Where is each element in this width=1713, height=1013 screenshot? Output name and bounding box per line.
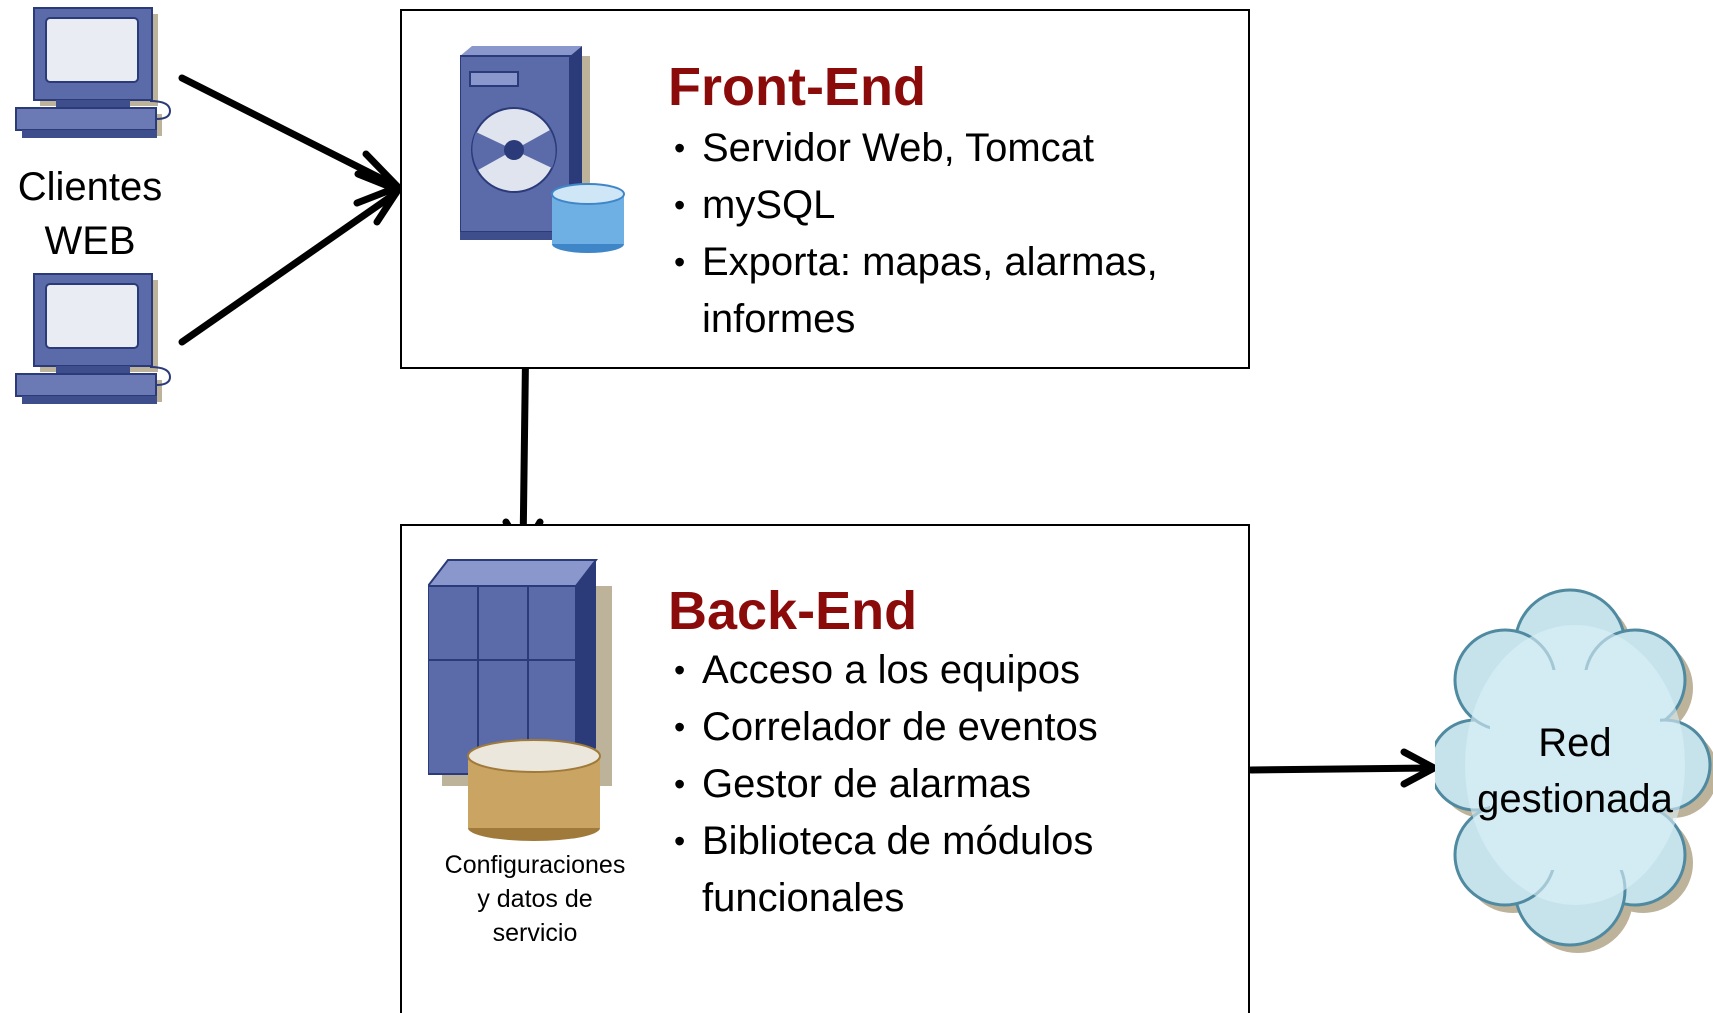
arrow-client1-to-frontend: [178, 74, 400, 190]
frontend-box: Front-End Servidor Web, Tomcat mySQL Exp…: [400, 9, 1250, 369]
storage-label: Configuraciones y datos de servicio: [425, 848, 645, 950]
list-item: Servidor Web, Tomcat: [668, 120, 1262, 177]
list-item: mySQL: [668, 177, 1262, 234]
frontend-feature-list: Servidor Web, Tomcat mySQL Exporta: mapa…: [668, 120, 1262, 348]
arrow-client2-to-frontend: [178, 189, 400, 346]
storage-label-text: Configuraciones y datos de servicio: [444, 851, 626, 947]
arrow-backend-to-network: [1247, 764, 1436, 774]
list-item: Biblioteca de módulos funcionales: [668, 813, 1262, 927]
workstation-icon: [15, 273, 172, 404]
clients-label: Clientes WEB: [0, 160, 180, 268]
frontend-title: Front-End: [668, 57, 926, 117]
clients-label-line2: WEB: [44, 219, 136, 263]
list-item: Correlador de eventos: [668, 699, 1262, 756]
web-server-icon: [460, 46, 625, 253]
clients-label-line1: Clientes: [17, 165, 163, 209]
network-label: Red gestionada: [1455, 715, 1695, 827]
backend-feature-list: Acceso a los equipos Correlador de event…: [668, 642, 1262, 927]
network-label-line1: Red: [1538, 721, 1612, 765]
backend-box: Back-End Acceso a los equipos Correlador…: [400, 524, 1250, 1013]
list-item: Gestor de alarmas: [668, 756, 1262, 813]
arrowhead-client2: [354, 170, 402, 226]
list-item: Exporta: mapas, alarmas, informes: [668, 234, 1262, 348]
network-label-line2: gestionada: [1477, 777, 1673, 821]
list-item: Acceso a los equipos: [668, 642, 1262, 699]
workstation-icon: [15, 7, 172, 138]
cloud-icon: [1435, 588, 1713, 953]
backend-server-icon: [428, 559, 612, 841]
backend-title: Back-End: [668, 581, 918, 641]
arrowhead-network: [1400, 748, 1438, 788]
